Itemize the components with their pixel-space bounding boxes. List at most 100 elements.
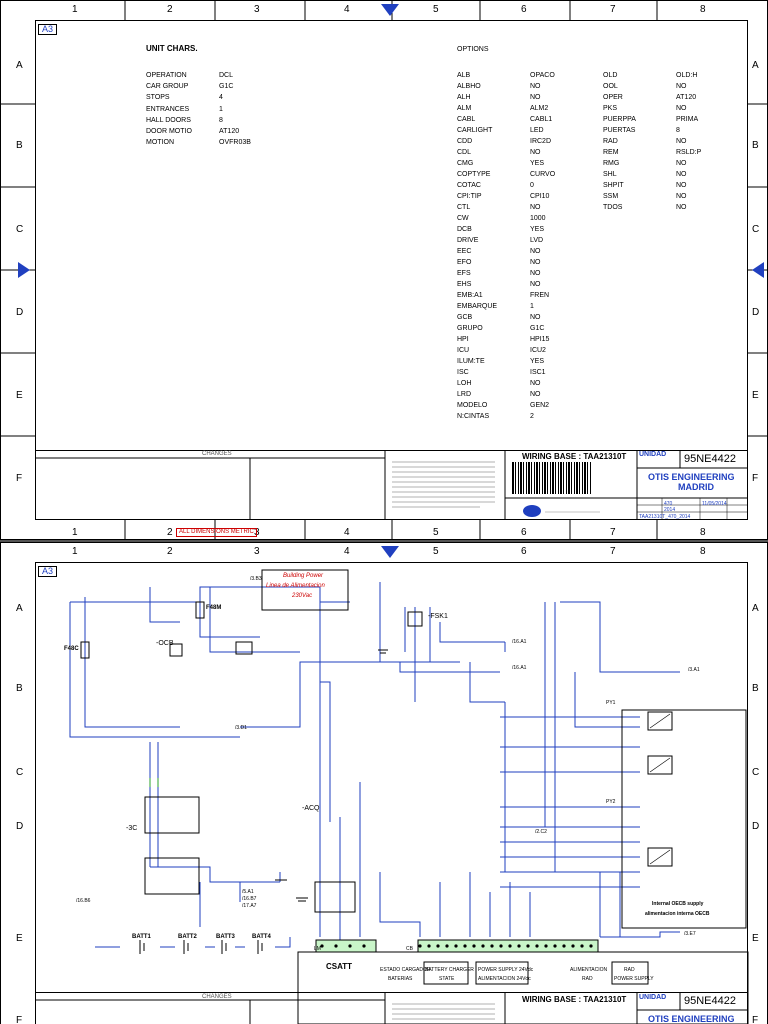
grid-row-label: C <box>16 224 24 235</box>
option-key: HALL DOORS <box>146 116 191 124</box>
grid-column-label: 3 <box>254 546 260 557</box>
otis-logo-icon <box>523 505 541 517</box>
option-value: AT120 <box>219 128 240 135</box>
grid-column-label: 4 <box>344 527 350 538</box>
batt1-label: BATT1 <box>132 934 151 940</box>
company-city: MADRID <box>678 482 714 492</box>
option-key: SHPIT <box>603 182 624 189</box>
sheet-size-label: A3 <box>38 566 58 577</box>
option-key: CTL <box>457 204 471 211</box>
option-key: STOPS <box>146 94 170 102</box>
option-value: GEN2 <box>530 402 550 409</box>
f48c-label: F48C <box>64 646 79 652</box>
option-value: G1C <box>219 83 234 91</box>
ref-16a1: /16.A1 <box>512 639 527 645</box>
option-value: CURVO <box>530 171 556 178</box>
option-key: CDD <box>457 138 473 145</box>
option-key: ICU <box>457 347 470 354</box>
option-value: ISC1 <box>530 369 546 376</box>
changes-label: CHANGES <box>202 994 232 1000</box>
schematic <box>0 542 768 1024</box>
f48m-label: F48M <box>206 605 222 611</box>
grid-column-label: 2 <box>167 546 173 557</box>
option-value: CPI10 <box>530 193 550 200</box>
option-key: DOOR MOTIO <box>146 128 192 135</box>
ref-3b3: /3.B3 <box>250 576 262 582</box>
grid-column-label: 8 <box>700 527 706 538</box>
3c-label: -3C <box>126 825 138 832</box>
option-value: NO <box>676 182 687 189</box>
option-value: NO <box>530 248 541 255</box>
grid-column-label: 8 <box>700 546 706 557</box>
option-value: NO <box>676 138 687 145</box>
option-key: PUERPPA <box>603 116 636 123</box>
ocb-label: -OCB <box>156 640 174 647</box>
option-key: ALB <box>457 72 471 79</box>
option-key: CMG <box>457 160 474 167</box>
grid-column-label: 2 <box>167 4 173 15</box>
option-value: AT120 <box>676 94 697 101</box>
option-key: CAR GROUP <box>146 83 189 91</box>
option-value: 1000 <box>530 215 546 222</box>
option-key: N:CINTAS <box>457 413 490 420</box>
option-value: RSLD:P <box>676 149 702 156</box>
option-key: EMB:A1 <box>457 292 483 299</box>
batt2-label: BATT2 <box>178 934 197 940</box>
grid-column-label: 4 <box>344 4 350 15</box>
grid-row-label: A <box>752 60 759 71</box>
option-key: CPI:TIP <box>457 193 482 200</box>
option-value: 2 <box>530 413 534 420</box>
option-value: HPI15 <box>530 336 550 343</box>
company-name: OTIS ENGINEERING <box>648 472 735 482</box>
fuse-f48c <box>80 641 90 659</box>
unit-chars-title: UNIT CHARS. <box>146 44 198 53</box>
option-value: YES <box>530 160 545 167</box>
estado-cargador-label: ESTADO CARGADOR <box>380 967 431 973</box>
page-separator <box>0 540 768 542</box>
option-key: ALM <box>457 105 472 112</box>
grid-row-label: D <box>16 821 24 832</box>
grid-row-label: F <box>16 1015 23 1024</box>
center-mark-top <box>381 546 399 558</box>
option-value: 8 <box>676 127 680 134</box>
option-value: DCL <box>219 72 234 79</box>
option-value: NO <box>676 105 687 112</box>
option-key: CW <box>457 215 469 222</box>
option-key: SSM <box>603 193 619 200</box>
grid-row-label: E <box>752 933 759 944</box>
grid-column-label: 4 <box>344 546 350 557</box>
alimentacion-label: ALIMENTACION 24Vdc <box>478 976 531 982</box>
option-key: RMG <box>603 160 620 167</box>
ref-16b6: /16.B6 <box>76 898 91 904</box>
wiring-base-label: WIRING BASE : TAA21310T <box>522 452 627 461</box>
option-key: MODELO <box>457 402 488 409</box>
option-key: OLD <box>603 72 618 79</box>
center-mark-right <box>752 262 764 278</box>
grid-row-label: A <box>16 603 23 614</box>
option-key: DCB <box>457 226 472 233</box>
option-value: LVD <box>530 237 544 244</box>
option-key: MOTION <box>146 139 174 147</box>
unidad-label: UNIDAD <box>639 994 667 1001</box>
grid-row-label: A <box>16 60 23 71</box>
option-value: NO <box>676 160 687 167</box>
alim-interna-label: alimentacion interna OECB <box>645 911 710 917</box>
option-value: CABL1 <box>530 116 553 123</box>
option-value: ICU2 <box>530 347 546 354</box>
rad-ps-label-2: POWER SUPPLY <box>614 976 654 982</box>
grid-column-label: 1 <box>72 546 78 557</box>
grid-row-label: B <box>16 683 23 694</box>
grid-row-label: D <box>16 307 24 318</box>
grid-column-label: 8 <box>700 4 706 15</box>
ref-3d1: /3.D1 <box>235 725 247 731</box>
grid-column-label: 5 <box>433 4 439 15</box>
grid-row-label: C <box>16 767 24 778</box>
option-value: IRC2D <box>530 138 552 145</box>
grid-row-label: A <box>752 603 759 614</box>
wiring-base-label: WIRING BASE : TAA21310T <box>522 995 627 1004</box>
option-value: NO <box>530 270 541 277</box>
grid-row-label: D <box>752 821 760 832</box>
grid-column-label: 5 <box>433 546 439 557</box>
grid-row-label: F <box>752 473 759 484</box>
